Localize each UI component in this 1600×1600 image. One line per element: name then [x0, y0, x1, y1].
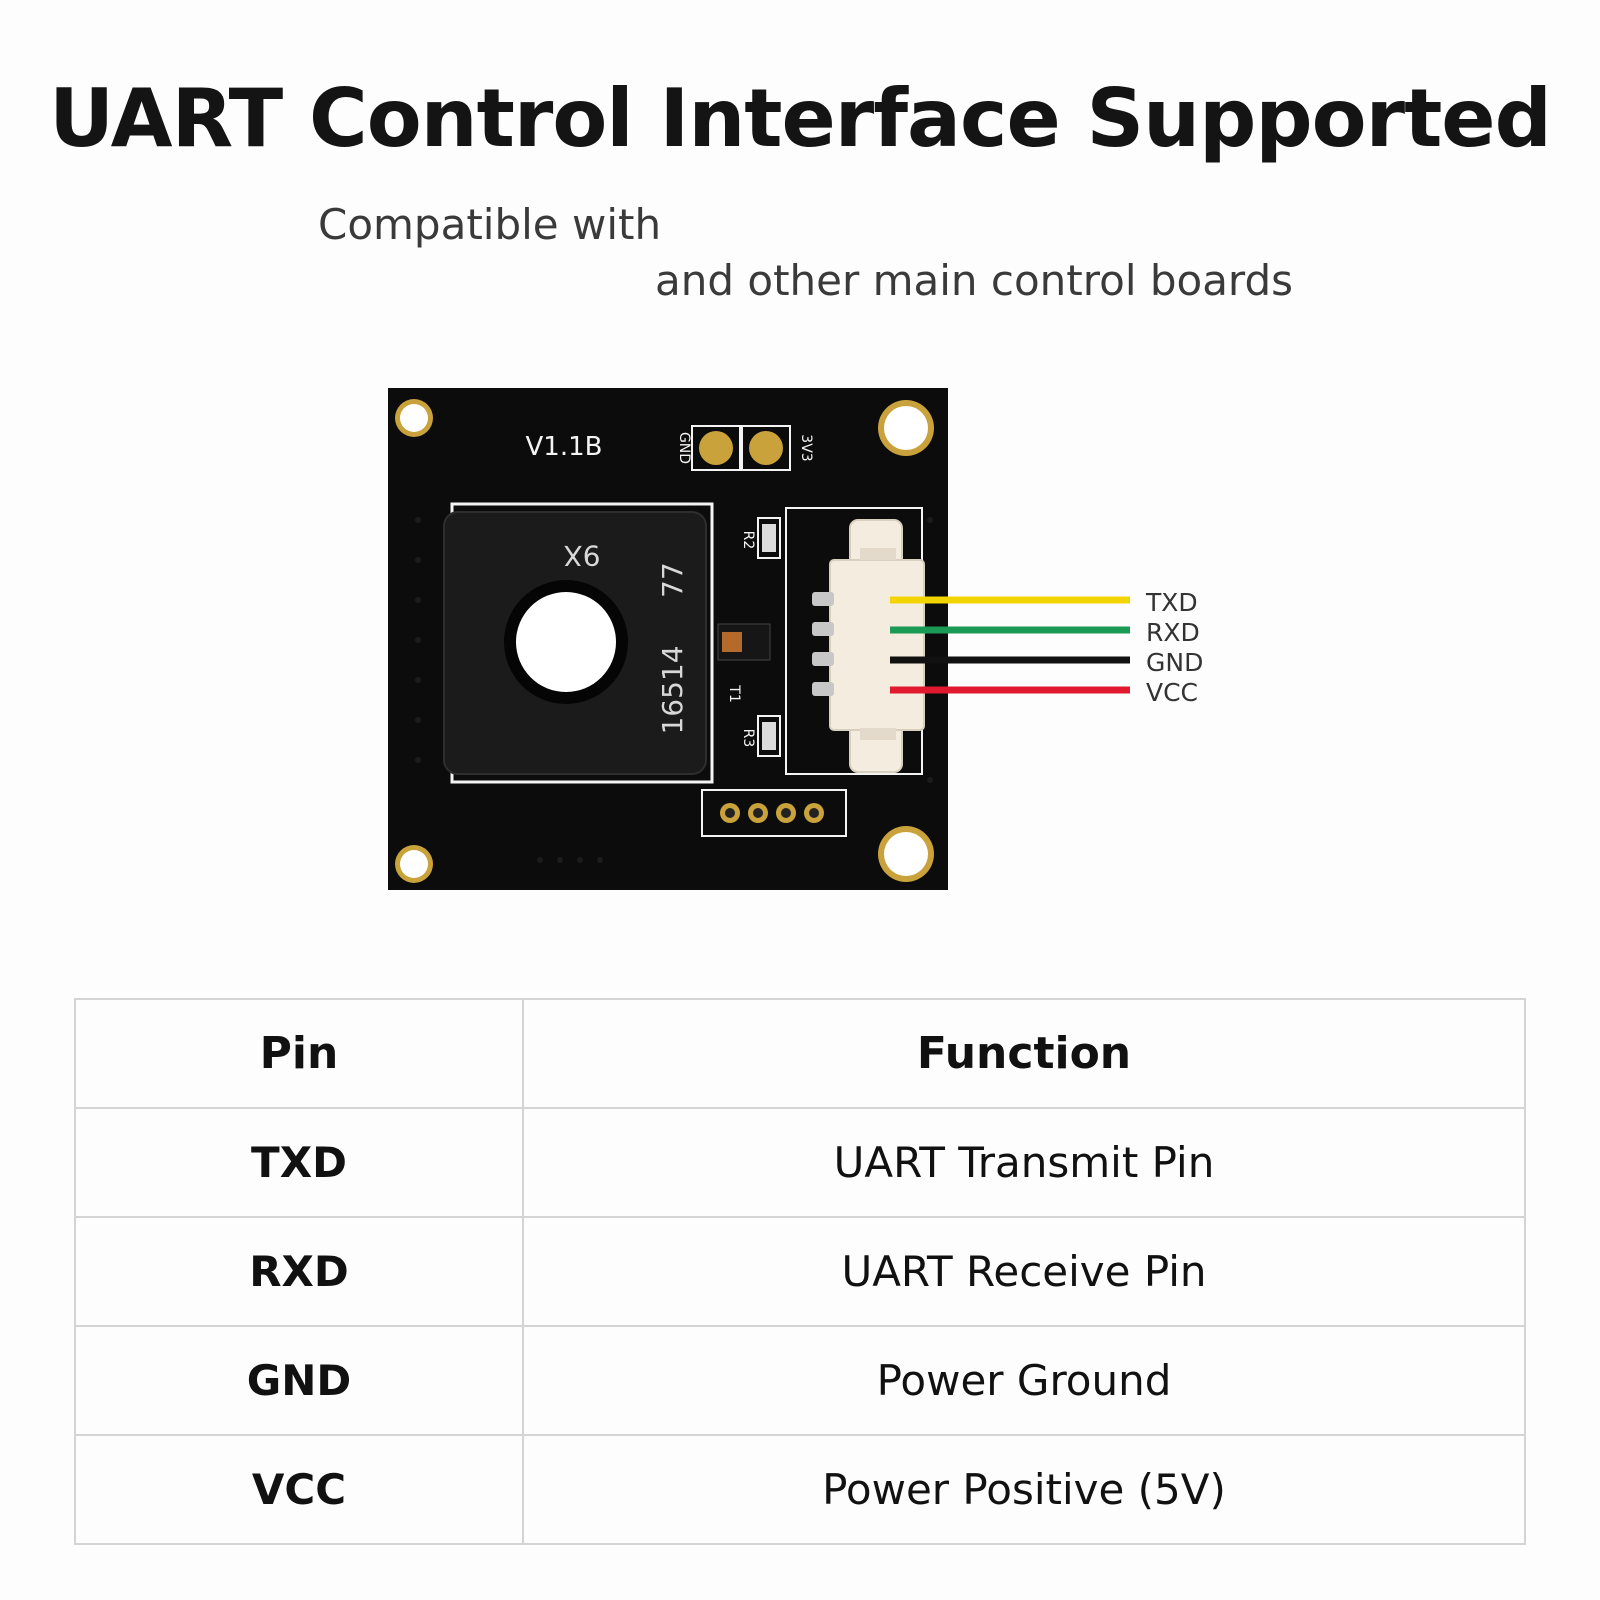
- wire-label-rxd: RXD: [1146, 618, 1200, 647]
- subtitle-line-1: Compatible with: [318, 200, 662, 249]
- header-pin-outline: [701, 789, 847, 837]
- wire-label-vcc: VCC: [1146, 678, 1198, 707]
- power-pads: [691, 425, 791, 471]
- pin-cell: GND: [74, 1325, 524, 1436]
- table-header-row: Pin Function: [74, 998, 1526, 1109]
- pcb-module-diagram: V1.1B GND 3V3 9X 77 16514 R2 T1 R3: [388, 388, 1203, 890]
- table-row: RXD UART Receive Pin: [74, 1216, 1526, 1327]
- function-cell: UART Transmit Pin: [522, 1107, 1526, 1218]
- wire-label-txd: TXD: [1145, 588, 1198, 617]
- page-title: UART Control Interface Supported: [49, 72, 1552, 165]
- pin-function-table: Pin Function TXD UART Transmit Pin RXD U…: [74, 998, 1526, 1545]
- function-cell: Power Positive (5V): [522, 1434, 1526, 1545]
- pcb-vias: [415, 517, 933, 863]
- sensor-port: [516, 592, 616, 692]
- header-function: Function: [522, 998, 1526, 1109]
- label-r3: R3: [740, 729, 756, 748]
- pin-cell: VCC: [74, 1434, 524, 1545]
- table-row: VCC Power Positive (5V): [74, 1434, 1526, 1545]
- table-row: TXD UART Transmit Pin: [74, 1107, 1526, 1218]
- wire-label-gnd: GND: [1146, 648, 1203, 677]
- function-cell: UART Receive Pin: [522, 1216, 1526, 1327]
- sensor-mark-77: 77: [656, 562, 689, 598]
- resistor-r2: [757, 517, 781, 559]
- sensor-mark-9x: 9X: [564, 539, 601, 572]
- pin-cell: TXD: [74, 1107, 524, 1218]
- pin-cell: RXD: [74, 1216, 524, 1327]
- table-row: GND Power Ground: [74, 1325, 1526, 1436]
- version-label: V1.1B: [526, 432, 603, 462]
- sensor-mark-serial: 16514: [656, 645, 689, 734]
- subtitle-line-2: and other main control boards: [655, 256, 1293, 305]
- header-pins: [720, 803, 824, 823]
- label-t1: T1: [726, 684, 742, 702]
- label-r2: R2: [740, 531, 756, 550]
- pad-label-gnd: GND: [676, 432, 692, 464]
- function-cell: Power Ground: [522, 1325, 1526, 1436]
- mounting-holes: [395, 399, 934, 883]
- resistor-r3: [757, 715, 781, 757]
- header-pin: Pin: [74, 998, 524, 1109]
- pad-label-3v3: 3V3: [798, 434, 814, 461]
